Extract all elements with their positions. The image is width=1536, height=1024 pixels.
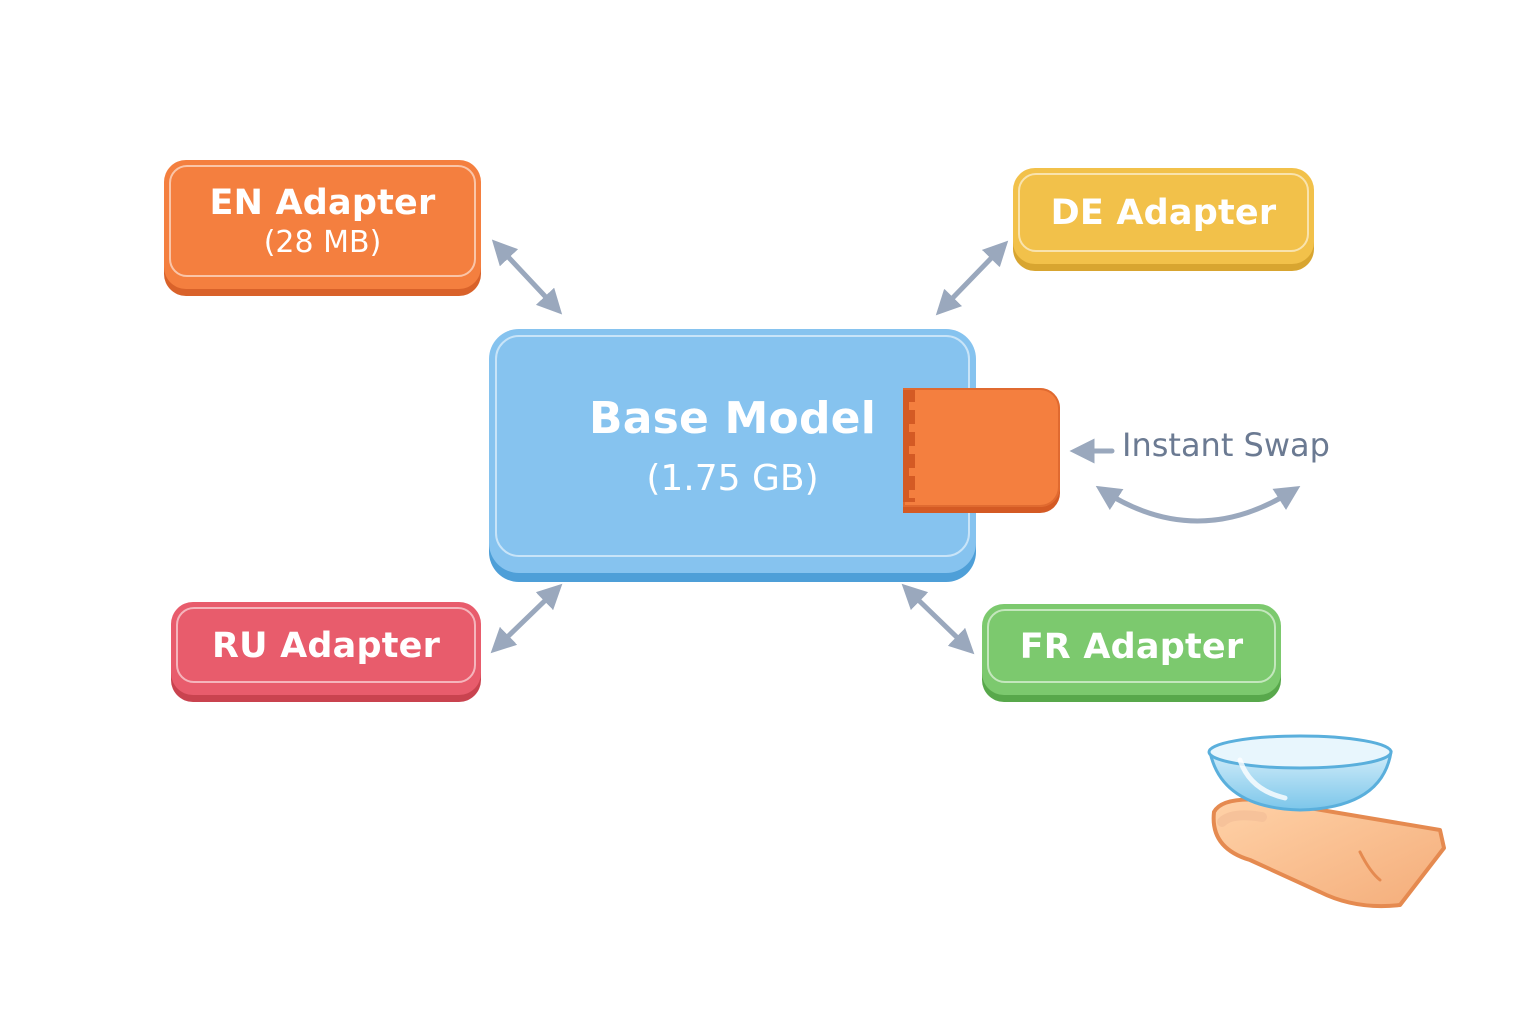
instant-swap-label: Instant Swap — [1122, 426, 1330, 464]
en-adapter-node: EN Adapter (28 MB) — [164, 160, 481, 289]
base-model-title: Base Model — [588, 393, 876, 445]
en-adapter-size: (28 MB) — [263, 224, 382, 260]
ru-adapter-node: RU Adapter — [171, 602, 481, 695]
base-model-node: Base Model (1.75 GB) — [489, 329, 976, 573]
contact-lens-icon — [1207, 734, 1393, 812]
fr-adapter-node: FR Adapter — [982, 604, 1281, 695]
plug-teeth — [903, 390, 915, 502]
arrow-en-base — [491, 239, 563, 315]
en-adapter-title: EN Adapter — [209, 182, 436, 223]
de-adapter-title: DE Adapter — [1050, 193, 1277, 233]
arrow-fr-base — [901, 583, 975, 655]
fr-adapter-title: FR Adapter — [1019, 626, 1244, 667]
arrow-de-base — [935, 240, 1009, 316]
de-adapter-node: DE Adapter — [1013, 168, 1314, 264]
arrow-swap-curve — [1095, 485, 1301, 524]
arrow-ru-base — [490, 583, 563, 654]
adapter-plug-icon — [903, 388, 1060, 507]
ru-adapter-title: RU Adapter — [211, 625, 441, 666]
base-model-size: (1.75 GB) — [646, 457, 819, 499]
fingertip-icon — [1211, 797, 1446, 909]
